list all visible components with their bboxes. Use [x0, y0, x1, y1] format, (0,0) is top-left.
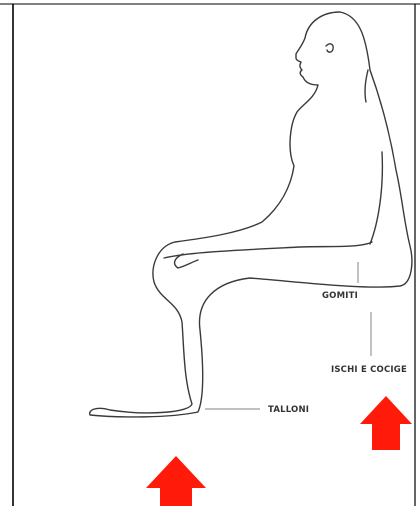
- heel-pressure-arrow-icon: [146, 456, 206, 506]
- seated-human-figure: [90, 12, 412, 417]
- label-elbows: GOMITI: [322, 291, 358, 301]
- label-heels: TALLONI: [268, 405, 309, 415]
- label-ischia-coccyx: ISCHI E COCIGE: [331, 365, 407, 375]
- leader-lines: [205, 262, 371, 409]
- ischia-pressure-arrow-icon: [360, 396, 412, 450]
